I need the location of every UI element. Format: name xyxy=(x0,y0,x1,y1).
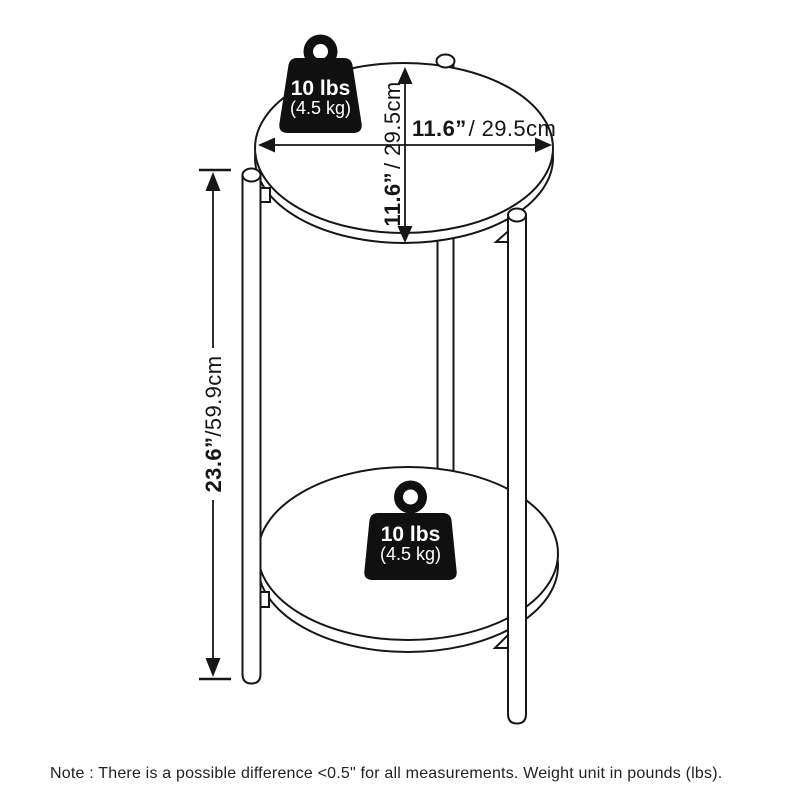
right-leg-shaft xyxy=(507,214,527,725)
weight-icon-handle-hole xyxy=(313,44,328,59)
left-leg-cap xyxy=(241,167,262,183)
weight-icon-handle-hole xyxy=(403,489,418,505)
weight-shelf-lbs: 10 lbs xyxy=(381,523,441,546)
weight-capacity-icon-shelf: 10 lbs (4.5 kg) xyxy=(364,480,457,580)
depth-dimension: 11.6” / 29.5cm xyxy=(380,67,413,243)
arrowhead-left-icon xyxy=(258,137,275,153)
depth-cm: / 29.5cm xyxy=(380,81,405,169)
depth-inches: 11.6” xyxy=(380,172,405,227)
arrowhead-up-icon xyxy=(205,172,221,191)
width-dimension-label: 11.6”/ 29.5cm xyxy=(412,116,556,141)
weight-shelf-kg: (4.5 kg) xyxy=(380,544,441,564)
width-dimension: 11.6”/ 29.5cm xyxy=(258,116,556,153)
height-dimension: 23.6”/59.9cm xyxy=(199,168,231,681)
width-inches: 11.6” xyxy=(412,116,467,141)
note-text: Note : There is a possible difference <0… xyxy=(50,765,722,782)
right-leg-cap xyxy=(507,207,527,223)
weight-top-kg: (4.5 kg) xyxy=(290,98,351,118)
height-cm: /59.9cm xyxy=(201,356,226,437)
weight-icon-body xyxy=(279,58,362,133)
depth-dimension-label: 11.6” / 29.5cm xyxy=(380,81,405,226)
arrowhead-right-icon xyxy=(535,137,552,153)
right-leg xyxy=(507,207,527,725)
weight-icon-body xyxy=(364,513,457,580)
arrowhead-up-icon xyxy=(397,67,413,84)
height-inches: 23.6” xyxy=(201,437,226,493)
left-leg xyxy=(241,167,262,685)
arrowhead-down-icon xyxy=(205,658,221,677)
height-dimension-label: 23.6”/59.9cm xyxy=(201,356,226,493)
weight-capacity-icon-top: 10 lbs (4.5 kg) xyxy=(279,34,362,133)
left-leg-shaft xyxy=(241,174,262,685)
arrowhead-down-icon xyxy=(397,226,413,243)
width-cm: / 29.5cm xyxy=(469,116,557,141)
back-leg-cap xyxy=(435,53,456,69)
weight-top-lbs: 10 lbs xyxy=(291,77,351,100)
